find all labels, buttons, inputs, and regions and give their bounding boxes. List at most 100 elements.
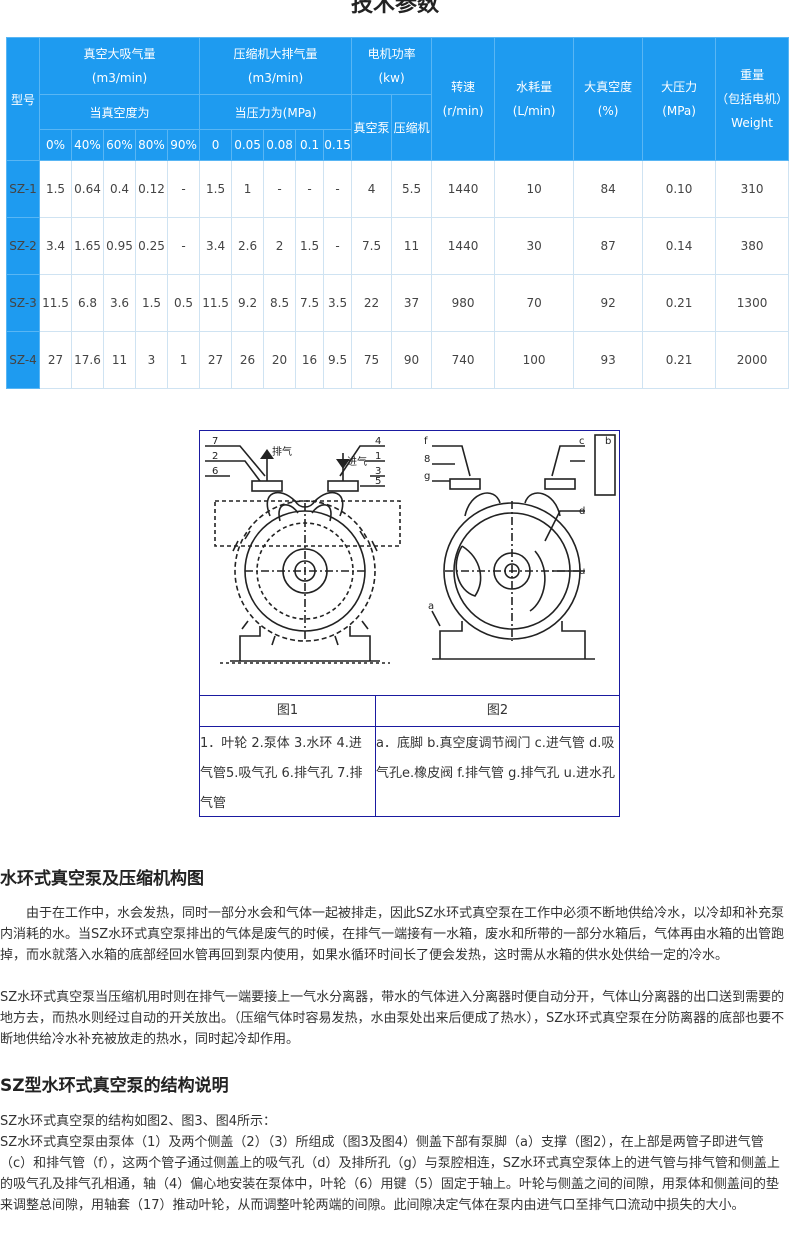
table-cell: 70: [494, 274, 575, 332]
table-cell: 740: [431, 331, 496, 389]
fig1-callout: 7: [212, 436, 218, 447]
table-cell: 0.5: [166, 274, 201, 332]
fig2-callout: g: [424, 471, 430, 482]
table-cell: 1: [166, 331, 201, 389]
header-max-pressure: 大压力(MPa): [642, 37, 717, 161]
section2-title: SZ型水环式真空泵的结构说明: [0, 1076, 229, 1096]
table-cell: 980: [431, 274, 496, 332]
fig2-callout: u: [579, 566, 585, 577]
fig2-callout: 8: [424, 454, 430, 465]
table-cell: 0.25: [135, 217, 168, 275]
table-cell: 11: [391, 217, 433, 275]
table-cell: 3.5: [323, 274, 353, 332]
vacuum-degree-cell: 0%: [39, 129, 72, 161]
pressure-cell: 0.05: [231, 129, 265, 161]
model-cell: SZ-2: [6, 217, 40, 275]
fig2-callout: c: [579, 436, 585, 447]
figure-legend-row: 1．叶轮 2.泵体 3.水环 4.进气管5.吸气孔 6.排气孔 7.排气管 a．…: [200, 726, 619, 818]
header-speed: 转速(r/min): [431, 37, 496, 161]
table-cell: 1300: [715, 274, 790, 332]
table-cell: 6.8: [71, 274, 104, 332]
table-cell: 100: [494, 331, 575, 389]
vacuum-degree-cell: 60%: [103, 129, 136, 161]
header-pressure: 当压力为(MPa): [199, 94, 353, 130]
fig1-intake-label: 进气: [347, 455, 367, 468]
pressure-cell: 0: [199, 129, 233, 161]
pump-structure-figure: 7 2 6 4 1 3 5 排气 进气 f 8 g c b d u a 图1 图…: [199, 430, 620, 817]
table-cell: 8.5: [263, 274, 297, 332]
table-cell: 0.10: [642, 160, 717, 218]
table-cell: 3.4: [199, 217, 233, 275]
table-cell: 0.12: [135, 160, 168, 218]
table-cell: -: [295, 160, 325, 218]
table-cell: 93: [573, 331, 644, 389]
table-cell: 0.21: [642, 331, 717, 389]
section2-paragraph: SZ水环式真空泵由泵体（1）及两个侧盖（2）（3）所组成（图3及图4）侧盖下部有…: [0, 1135, 780, 1213]
table-cell: 9.2: [231, 274, 265, 332]
table-cell: 0.21: [642, 274, 717, 332]
table-cell: 0.4: [103, 160, 136, 218]
table-cell: -: [166, 217, 201, 275]
table-cell: 0.14: [642, 217, 717, 275]
caption-divider: [375, 695, 376, 817]
table-cell: 87: [573, 217, 644, 275]
pump-drawing: 7 2 6 4 1 3 5 排气 进气 f 8 g c b d u a: [205, 434, 616, 664]
figure1-caption: 图1: [276, 703, 299, 718]
table-cell: 22: [351, 274, 393, 332]
fig1-callout: 6: [212, 466, 218, 477]
table-cell: 5.5: [391, 160, 433, 218]
table-cell: 3.6: [103, 274, 136, 332]
pressure-cell: 0.08: [263, 129, 297, 161]
fig1-exhaust-label: 排气: [272, 445, 292, 458]
table-cell: 380: [715, 217, 790, 275]
table-cell: 0.64: [71, 160, 104, 218]
table-cell: 1.65: [71, 217, 104, 275]
table-cell: 11.5: [199, 274, 233, 332]
table-cell: 1.5: [199, 160, 233, 218]
table-cell: 84: [573, 160, 644, 218]
header-water: 水耗量(L/min): [494, 37, 575, 161]
table-cell: 30: [494, 217, 575, 275]
table-cell: 3: [135, 331, 168, 389]
header-max-vacuum: 大真空度(%): [573, 37, 644, 161]
section1-paragraph: 由于在工作中，水会发热，同时一部分水会和气体一起被排走，因此SZ水环式真空泵在工…: [0, 906, 785, 963]
table-cell: 1440: [431, 217, 496, 275]
table-cell: 20: [263, 331, 297, 389]
header-weight: 重量（包括电机）Weight: [715, 37, 790, 161]
table-cell: 7.5: [351, 217, 393, 275]
table-cell: -: [323, 160, 353, 218]
table-cell: 4: [351, 160, 393, 218]
table-cell: 9.5: [323, 331, 353, 389]
model-cell: SZ-4: [6, 331, 40, 389]
model-cell: SZ-1: [6, 160, 40, 218]
table-cell: -: [323, 217, 353, 275]
table-cell: 92: [573, 274, 644, 332]
fig1-callout: 2: [212, 451, 218, 462]
fig1-callout: 3: [375, 466, 381, 477]
table-cell: 1440: [431, 160, 496, 218]
fig1-callout: 4: [375, 436, 381, 447]
table-cell: 11: [103, 331, 136, 389]
table-cell: 1.5: [39, 160, 72, 218]
table-row: SZ-3 11.5 6.8 3.6 1.5 0.5 11.5 9.2 8.5 7…: [6, 274, 790, 332]
vacuum-degree-cell: 80%: [135, 129, 168, 161]
header-model: 型号: [6, 37, 40, 161]
figure2-pump-drawing: [431, 434, 616, 660]
section1-paragraph: SZ水环式真空泵当压缩机用时则在排气一端要接上一气水分离器，带水的气体进入分离器…: [0, 990, 785, 1047]
table-cell: 1.5: [295, 217, 325, 275]
header-motor-vacuum-pump: 真空泵: [351, 94, 393, 161]
table-cell: 3.4: [39, 217, 72, 275]
header-vacuum-degree: 当真空度为: [38, 94, 201, 130]
table-cell: 7.5: [295, 274, 325, 332]
table-cell: 11.5: [39, 274, 72, 332]
table-cell: 37: [391, 274, 433, 332]
table-cell: 2000: [715, 331, 790, 389]
fig2-callout: f: [424, 436, 428, 447]
table-cell: -: [166, 160, 201, 218]
table-cell: 1.5: [135, 274, 168, 332]
figure2-legend: a．底脚 b.真空度调节阀门 c.进气管 d.吸气孔e.橡皮阀 f.排气管 g.…: [376, 736, 616, 781]
table-cell: -: [263, 160, 297, 218]
table-cell: 16: [295, 331, 325, 389]
header-motor-compressor: 压缩机: [391, 94, 433, 161]
section2-paragraph: SZ水环式真空泵的结构如图2、图3、图4所示：: [0, 1114, 276, 1129]
